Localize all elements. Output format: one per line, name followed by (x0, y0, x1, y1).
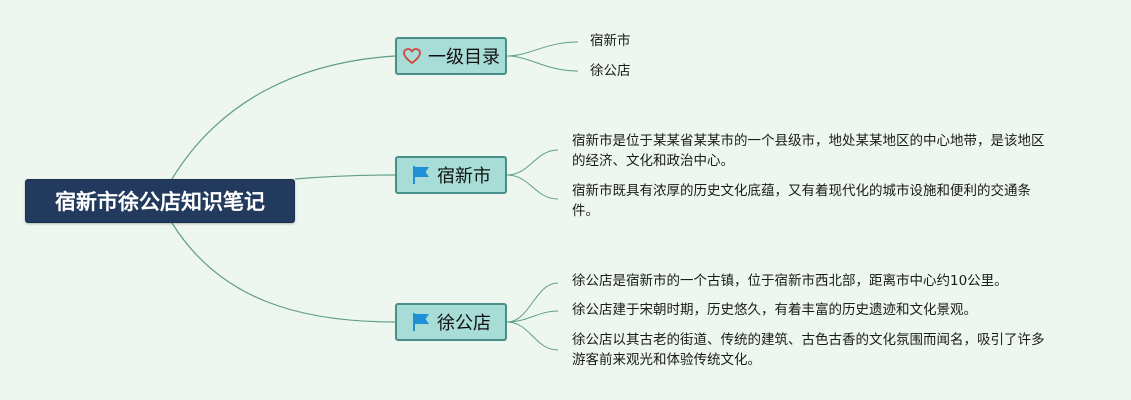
connector-root-suxin (294, 174, 396, 180)
connector-root-xugong (171, 222, 396, 323)
connector-xugong-leaf-2 (506, 310, 559, 323)
suxin-leaf-1[interactable]: 宿新市是位于某某省某某市的一个县级市，地处某某地区的中心地带，是该地区 的经济、… (572, 131, 1045, 171)
branch-node-suxin[interactable]: 宿新市 (395, 156, 507, 194)
xugong-leaf-2[interactable]: 徐公店建于宋朝时期，历史悠久，有着丰富的历史遗迹和文化景观。 (572, 300, 977, 320)
xugong-leaf-3[interactable]: 徐公店以其古老的街道、传统的建筑、古色古香的文化氛围而闻名，吸引了许多 游客前来… (572, 330, 1045, 370)
root-node[interactable]: 宿新市徐公店知识笔记 (25, 179, 295, 223)
leaf-line: 徐公店是宿新市的一个古镇，位于宿新市西北部，距离市中心约10公里。 (572, 273, 1008, 289)
branch-label-suxin: 宿新市 (437, 166, 491, 187)
connector-toc-leaf-1 (506, 41, 579, 57)
toc-leaf-suxin[interactable]: 宿新市 (590, 31, 631, 51)
suxin-leaf-2[interactable]: 宿新市既具有浓厚的历史文化底蕴，又有着现代化的城市设施和便利的交通条 件。 (572, 181, 1031, 221)
connector-xugong-leaf-1 (506, 282, 559, 323)
toc-leaf-label: 徐公店 (590, 63, 631, 79)
flag-icon (411, 312, 431, 332)
connector-xugong-leaf-3 (506, 321, 559, 351)
leaf-line: 宿新市是位于某某省某某市的一个县级市，地处某某地区的中心地带，是该地区 (572, 133, 1045, 149)
leaf-line: 宿新市既具有浓厚的历史文化底蕴，又有着现代化的城市设施和便利的交通条 (572, 183, 1031, 199)
toc-leaf-xugong[interactable]: 徐公店 (590, 61, 631, 81)
branch-node-xugong[interactable]: 徐公店 (395, 303, 507, 341)
root-title: 宿新市徐公店知识笔记 (55, 190, 265, 214)
branch-label-toc: 一级目录 (428, 47, 500, 68)
connector-root-toc (171, 55, 396, 180)
toc-leaf-label: 宿新市 (590, 33, 631, 49)
branch-node-toc[interactable]: 一级目录 (395, 37, 507, 75)
connector-toc-leaf-2 (506, 55, 579, 72)
leaf-line: 件。 (572, 203, 599, 219)
connector-suxin-leaf-1 (506, 149, 559, 176)
leaf-line: 徐公店以其古老的街道、传统的建筑、古色古香的文化氛围而闻名，吸引了许多 (572, 332, 1045, 348)
xugong-leaf-1[interactable]: 徐公店是宿新市的一个古镇，位于宿新市西北部，距离市中心约10公里。 (572, 271, 1008, 291)
heart-icon (402, 46, 422, 66)
leaf-line: 徐公店建于宋朝时期，历史悠久，有着丰富的历史遗迹和文化景观。 (572, 302, 977, 318)
leaf-line: 的经济、文化和政治中心。 (572, 153, 734, 169)
leaf-line: 游客前来观光和体验传统文化。 (572, 352, 761, 368)
flag-icon (411, 165, 431, 185)
connector-suxin-leaf-2 (506, 174, 559, 200)
branch-label-xugong: 徐公店 (437, 313, 491, 334)
